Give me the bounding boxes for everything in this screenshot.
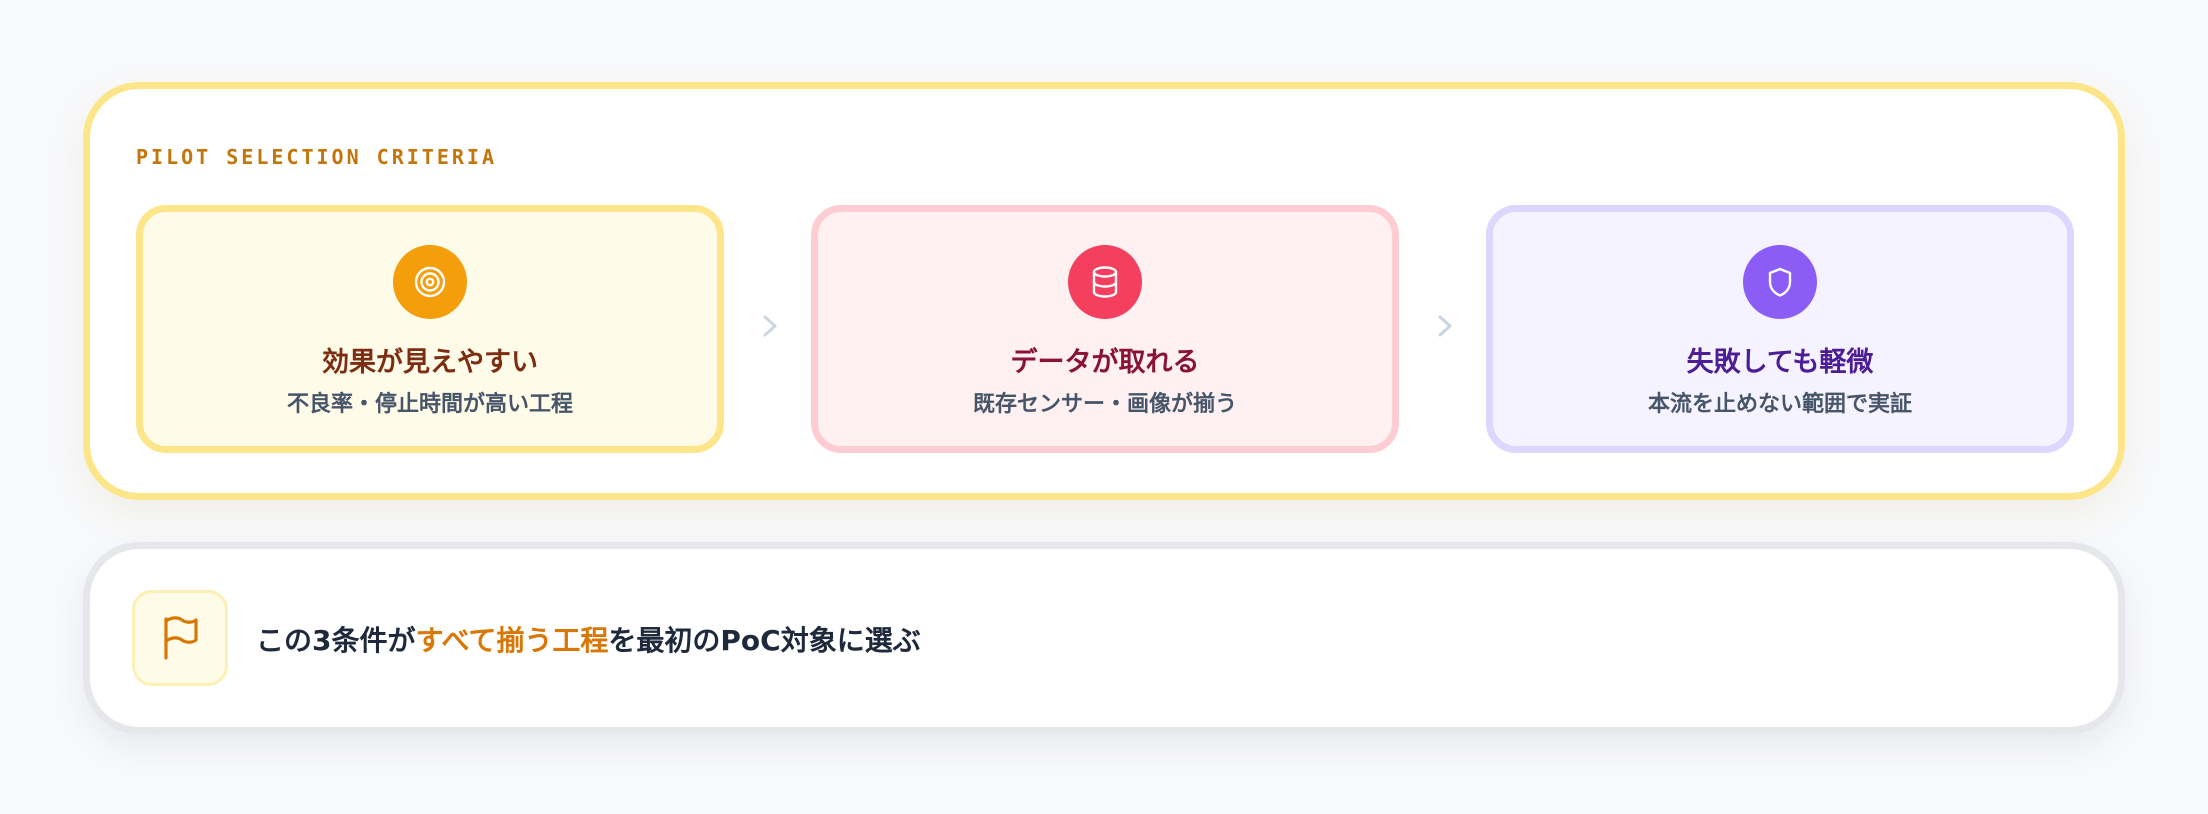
conclusion-banner: この3条件がすべて揃う工程を最初のPoC対象に選ぶ xyxy=(83,542,2125,734)
shield-icon xyxy=(1743,245,1817,319)
chevron-right-icon xyxy=(1438,315,1452,337)
panel-label: PILOT SELECTION CRITERIA xyxy=(136,145,497,169)
target-icon xyxy=(393,245,467,319)
criteria-panel: PILOT SELECTION CRITERIA 効果が見えやすい 不良率・停止… xyxy=(83,82,2125,500)
criteria-card-visible-effect: 効果が見えやすい 不良率・停止時間が高い工程 xyxy=(136,205,724,453)
conclusion-text: この3条件がすべて揃う工程を最初のPoC対象に選ぶ xyxy=(256,619,921,659)
database-icon xyxy=(1068,245,1142,319)
criteria-card-low-risk: 失敗しても軽微 本流を止めない範囲で実証 xyxy=(1486,205,2074,453)
conclusion-text-before: この3条件が xyxy=(256,624,416,657)
chevron-right-icon xyxy=(763,315,777,337)
flag-icon xyxy=(132,590,228,686)
conclusion-text-highlight: すべて揃う工程 xyxy=(415,624,609,657)
criteria-card-data-available: データが取れる 既存センサー・画像が揃う xyxy=(811,205,1399,453)
card-title: 失敗しても軽微 xyxy=(1686,347,1874,378)
card-title: 効果が見えやすい xyxy=(322,347,538,378)
card-title: データが取れる xyxy=(1010,347,1200,378)
card-subtitle: 既存センサー・画像が揃う xyxy=(972,392,1237,417)
card-subtitle: 不良率・停止時間が高い工程 xyxy=(286,392,573,417)
conclusion-text-after: を最初のPoC対象に選ぶ xyxy=(608,624,921,657)
card-subtitle: 本流を止めない範囲で実証 xyxy=(1647,392,1912,417)
